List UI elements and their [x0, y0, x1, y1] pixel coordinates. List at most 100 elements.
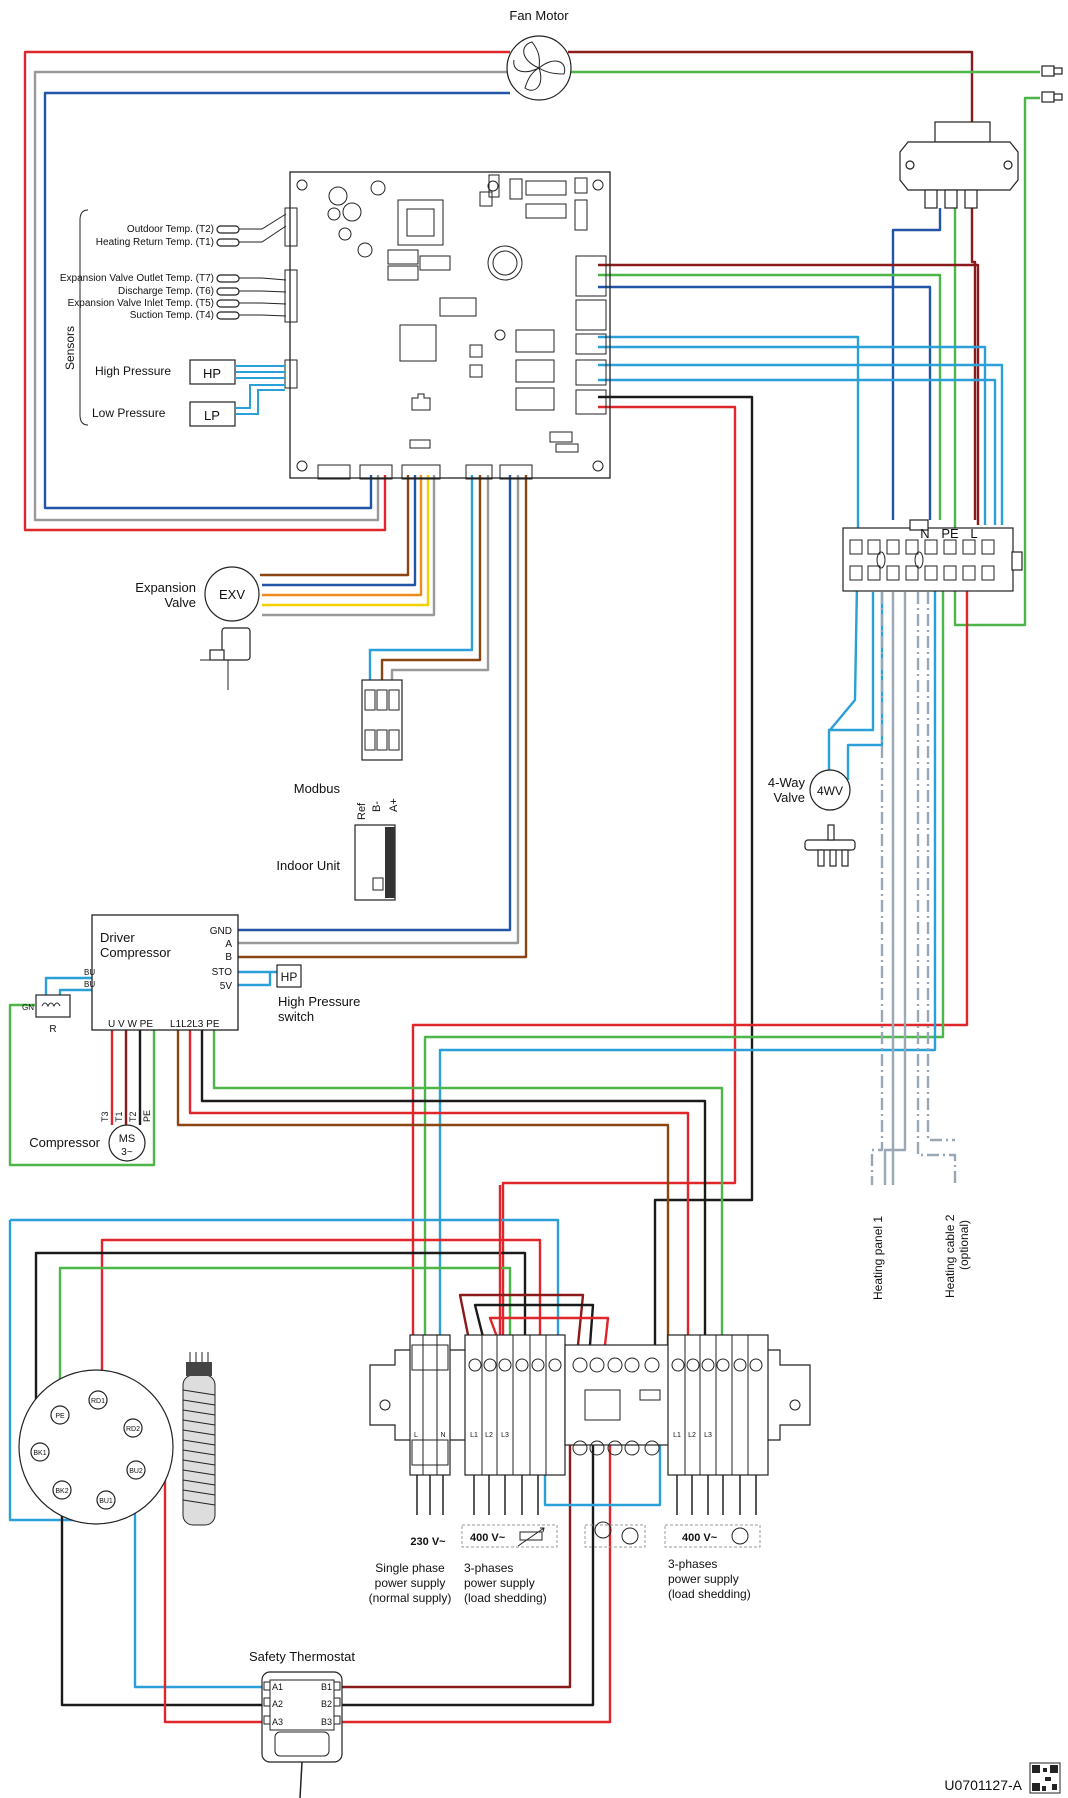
- qr-code-icon: [1029, 1762, 1061, 1794]
- thermostat-a3: A3: [272, 1717, 283, 1727]
- thermostat-a1: A1: [272, 1682, 283, 1692]
- heating-panel-1-label: Heating panel 1: [871, 1216, 885, 1300]
- exv-text: EXV: [219, 587, 245, 602]
- din-term-l1a: L1: [470, 1432, 478, 1439]
- supply-400v-a-box: [461, 1524, 558, 1548]
- emc-filter: [899, 121, 1019, 209]
- exv-symbol: [204, 566, 260, 622]
- driver-l123-pe: L1L2L3 PE: [170, 1019, 220, 1030]
- driver-label-1: Driver: [100, 930, 135, 945]
- terminal-n-label: N: [920, 526, 929, 541]
- din-term-l2a: L2: [485, 1432, 493, 1439]
- four-way-valve-text: 4WV: [817, 784, 843, 798]
- hp-switch-label-2: switch: [278, 1009, 314, 1024]
- modbus-a-plus: A+: [388, 798, 400, 812]
- din-term-l: L: [414, 1432, 418, 1439]
- din-term-n: N: [440, 1432, 445, 1439]
- sensor-t6-label: Discharge Temp. (T6): [118, 286, 214, 297]
- heater-bk2: BK2: [55, 1488, 68, 1495]
- lightning-icon: [621, 1527, 639, 1545]
- terminal-l-label: L: [970, 526, 977, 541]
- driver-uvw-pe: U V W PE: [108, 1019, 153, 1030]
- three-phase-a-label-2: power supply: [464, 1576, 535, 1590]
- sensor-t2-label: Outdoor Temp. (T2): [127, 224, 214, 235]
- immersion-heater-terminals: [30, 1390, 146, 1510]
- heating-cable-2-optional: (optional): [957, 1220, 971, 1270]
- four-way-valve-label-2: Valve: [773, 790, 805, 805]
- supply-wires: [416, 1475, 757, 1515]
- heater-bu2: BU2: [129, 1468, 143, 1475]
- single-phase-label-1: Single phase: [375, 1561, 445, 1575]
- din-term-l1b: L1: [673, 1432, 681, 1439]
- compressor-ms: MS: [119, 1133, 136, 1145]
- sensor-t7-label: Expansion Valve Outlet Temp. (T7): [60, 273, 214, 284]
- four-way-valve-symbol: [809, 769, 851, 811]
- three-phase-a-label-1: 3-phases: [464, 1561, 513, 1575]
- four-way-valve-icon: [804, 824, 856, 867]
- modbus-terminal: [361, 679, 403, 761]
- variable-resistor-icon: [517, 1527, 545, 1547]
- compressor-3ph: 3~: [121, 1147, 133, 1158]
- sensor-probes: [216, 213, 287, 320]
- supply-400v-b: 400 V~: [682, 1532, 718, 1544]
- clock-icon: [594, 1521, 612, 1539]
- immersion-heater-coil-icon: [182, 1352, 216, 1526]
- supply-400v-b-box: [664, 1524, 761, 1548]
- hp-sensor: [189, 359, 285, 385]
- din-rail: [369, 1334, 811, 1476]
- sensor-t4-label: Suction Temp. (T4): [130, 310, 214, 321]
- single-phase-label-2: power supply: [375, 1576, 446, 1590]
- driver-gnd: GND: [210, 926, 232, 937]
- thermostat-a2: A2: [272, 1699, 283, 1709]
- sensor-bracket: [79, 209, 89, 426]
- compressor-t2: T2: [128, 1111, 138, 1122]
- three-phase-a-label-3: (load shedding): [464, 1591, 547, 1605]
- heater-rd1: RD1: [91, 1398, 105, 1405]
- bu-label-1: BU: [84, 968, 95, 977]
- compressor-pe: PE: [142, 1110, 152, 1122]
- expansion-valve-label-1: Expansion: [135, 580, 196, 595]
- high-pressure-label: High Pressure: [95, 364, 171, 378]
- sensor-t1-label: Heating Return Temp. (T1): [96, 237, 214, 248]
- thermostat-b1: B1: [321, 1682, 332, 1692]
- compressor-label: Compressor: [29, 1135, 100, 1150]
- thermostat-b3: B3: [321, 1717, 332, 1727]
- driver-5v: 5V: [220, 981, 233, 992]
- main-pcb: [284, 171, 611, 480]
- compressor-t1: T1: [114, 1111, 124, 1122]
- crankcase-heater-r: [35, 994, 71, 1018]
- driver-sto: STO: [212, 967, 233, 978]
- safety-thermostat-label: Safety Thermostat: [249, 1649, 355, 1664]
- safety-thermostat: [261, 1671, 343, 1798]
- compressor-motor-symbol: [108, 1124, 146, 1162]
- din-term-l3b: L3: [704, 1432, 712, 1439]
- expansion-valve-label-2: Valve: [164, 595, 196, 610]
- hp-switch-label-1: High Pressure: [278, 994, 360, 1009]
- three-phase-b-label-2: power supply: [668, 1572, 739, 1586]
- three-phase-b-label-3: (load shedding): [668, 1587, 751, 1601]
- modbus-b-minus: B-: [371, 801, 383, 812]
- modbus-label: Modbus: [294, 781, 341, 796]
- compressor-t3: T3: [100, 1111, 110, 1122]
- driver-label-2: Compressor: [100, 945, 171, 960]
- four-way-valve-label-1: 4-Way: [768, 775, 806, 790]
- lp-sensor: [189, 384, 285, 427]
- heater-bk1: BK1: [33, 1450, 46, 1457]
- hp-sensor-text: HP: [203, 366, 221, 381]
- supply-400v-a: 400 V~: [470, 1532, 506, 1544]
- heater-rd2: RD2: [126, 1426, 140, 1433]
- hp-switch-box: [276, 964, 302, 988]
- supply-230v: 230 V~: [410, 1536, 446, 1548]
- thermostat-b2: B2: [321, 1699, 332, 1709]
- fan-motor: [506, 35, 572, 101]
- low-pressure-label: Low Pressure: [92, 406, 166, 420]
- indoor-unit-icon: [354, 824, 396, 901]
- three-phase-b-label-1: 3-phases: [668, 1557, 717, 1571]
- heating-cable-2-label: Heating cable 2: [943, 1214, 957, 1298]
- sensor-t5-label: Expansion Valve Inlet Temp. (T5): [68, 298, 214, 309]
- lp-sensor-text: LP: [204, 408, 220, 423]
- din-term-l3a: L3: [501, 1432, 509, 1439]
- modbus-ref: Ref: [356, 802, 368, 820]
- upper-terminal-block: [842, 519, 1023, 592]
